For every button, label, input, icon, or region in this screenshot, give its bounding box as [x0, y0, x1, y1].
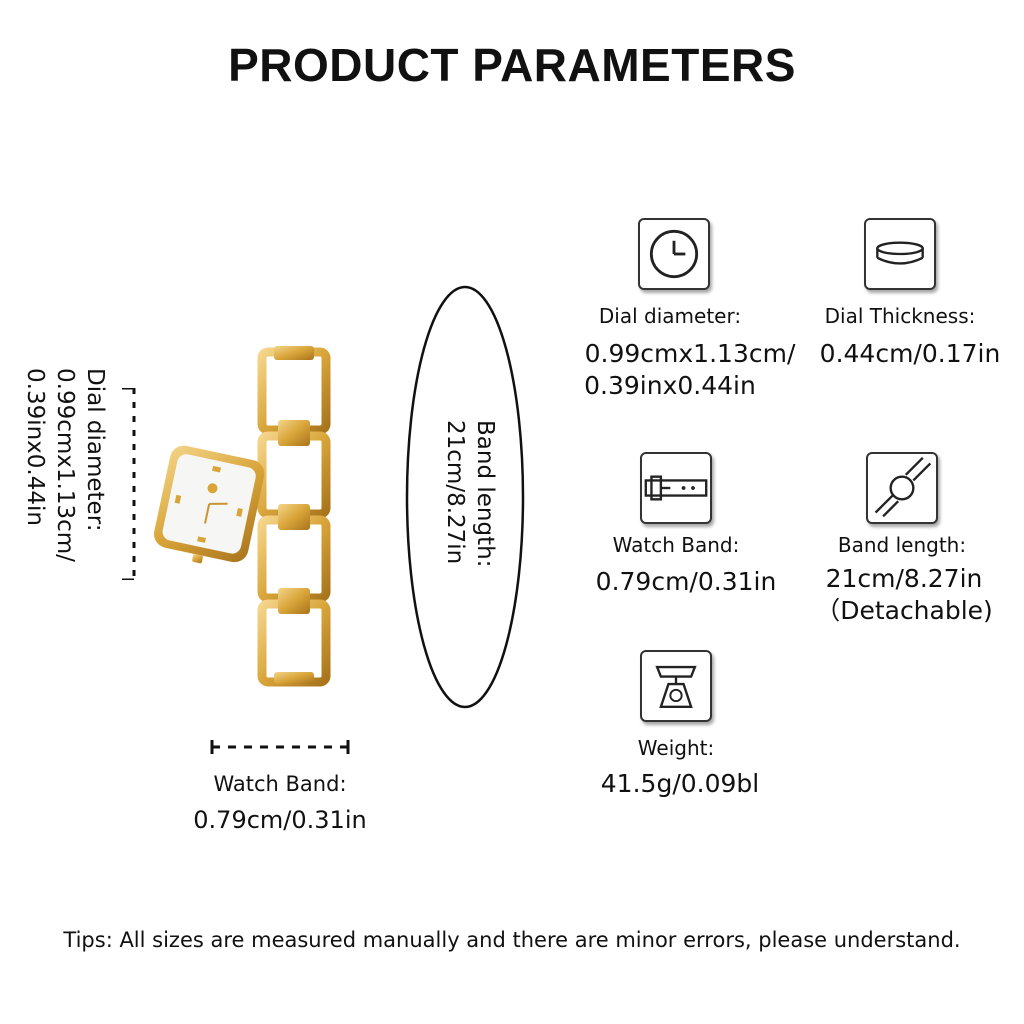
param-weight-value: 41.5g/0.09bl — [600, 769, 760, 798]
dial-measure-line — [122, 388, 136, 580]
band-length-ellipse — [405, 285, 525, 709]
param-band-length-value-line2: （Detachable) — [815, 596, 993, 625]
band-width-measure-line — [210, 740, 350, 754]
param-dial-diameter-value-line1: 0.99cmx1.13cm/ — [584, 339, 796, 368]
watch-band-icon — [640, 452, 712, 524]
param-dial-diameter-label: Dial diameter: — [598, 304, 742, 328]
dial-diameter-value-line2: 0.39inx0.44in — [22, 368, 48, 526]
dial-diameter-value-line1: 0.99cmx1.13cm/ — [52, 368, 78, 562]
page-title: PRODUCT PARAMETERS — [228, 39, 796, 91]
band-length-icon — [866, 452, 938, 524]
band-length-value: 21cm/8.27in — [442, 420, 468, 565]
dial-diameter-annotation: Dial diameter: 0.99cmx1.13cm/ 0.39inx0.4… — [20, 368, 120, 588]
watch-band-value: 0.79cm/0.31in — [193, 806, 367, 834]
param-dial-thickness-value: 0.44cm/0.17in — [819, 339, 1001, 368]
dial-diameter-label: Dial diameter: — [82, 368, 108, 532]
watch-dial — [154, 445, 265, 564]
dial-diameter-text: Dial diameter: 0.99cmx1.13cm/ 0.39inx0.4… — [20, 368, 110, 562]
tips-note: Tips: All sizes are measured manually an… — [63, 928, 961, 952]
band-length-annotation: Band length: 21cm/8.27in — [440, 420, 500, 567]
param-dial-thickness-label: Dial Thickness: — [824, 304, 976, 328]
band-links — [257, 346, 331, 687]
dial-thickness-icon — [864, 218, 936, 290]
param-watch-band-label: Watch Band: — [612, 533, 740, 557]
param-weight-label: Weight: — [637, 736, 715, 760]
clock-icon — [638, 218, 710, 290]
param-band-length-label: Band length: — [837, 533, 967, 557]
band-length-label: Band length: — [472, 420, 498, 568]
param-watch-band-value: 0.79cm/0.31in — [595, 567, 777, 596]
param-band-length-value-line1: 21cm/8.27in — [825, 564, 983, 593]
watch-band-label: Watch Band: — [213, 772, 347, 796]
param-dial-diameter-value-line2: 0.39inx0.44in — [584, 371, 756, 400]
watch-illustration — [154, 346, 331, 687]
scale-icon — [640, 650, 712, 722]
